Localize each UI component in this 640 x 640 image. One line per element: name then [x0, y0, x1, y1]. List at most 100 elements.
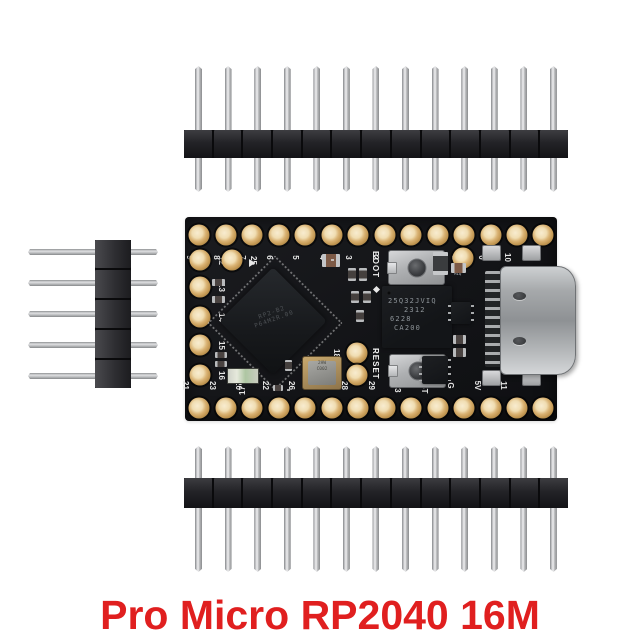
- pcb-pad: 9: [185, 224, 210, 260]
- passive-component: [451, 263, 466, 273]
- header-pin: [28, 373, 158, 379]
- pad-hole: [241, 224, 263, 246]
- plastic-segment: [302, 130, 331, 158]
- header-pin: [313, 66, 321, 192]
- plastic-segment: [243, 130, 272, 158]
- pcb-pad: 3: [344, 224, 369, 260]
- pad-hole: [189, 306, 211, 328]
- header-pin: [549, 66, 557, 192]
- left-header-pins: [28, 249, 158, 379]
- plastic-segment: [95, 270, 131, 298]
- pad-hole: [374, 397, 396, 419]
- pcb-pad: 18: [332, 342, 368, 364]
- pad-hole: [188, 397, 210, 419]
- header-pin: [490, 446, 498, 572]
- pad-hole: [400, 224, 422, 246]
- pad-hole: [453, 224, 475, 246]
- ic-legs: [419, 359, 422, 381]
- pad-hole: [427, 397, 449, 419]
- pad-hole: [294, 397, 316, 419]
- boot-label: BOOT: [371, 251, 380, 279]
- ic-legs: [471, 305, 474, 321]
- pcb-pad: 3V3: [393, 378, 422, 419]
- plastic-segment: [184, 478, 212, 508]
- pad-hole: [506, 224, 528, 246]
- header-pin: [342, 66, 350, 192]
- plastic-segment: [421, 478, 450, 508]
- pad-hole: [532, 397, 554, 419]
- plastic-segment: [273, 130, 301, 158]
- bottom-header-plastic: [184, 478, 568, 508]
- pad-hole: [374, 224, 396, 246]
- usb-c-port: [500, 266, 576, 375]
- pad-hole: [189, 276, 211, 298]
- pad-hole: [188, 224, 210, 246]
- passive-component: [212, 279, 225, 286]
- passive-component: [359, 268, 367, 281]
- pad-hole: [453, 397, 475, 419]
- header-pin: [28, 311, 158, 317]
- pcb-pad: 28: [340, 381, 369, 419]
- pad-hole: [241, 397, 263, 419]
- pcb-pad: 12: [189, 249, 226, 271]
- pad-hole: [221, 249, 243, 271]
- plastic-segment: [480, 130, 509, 158]
- pcb-pad: 24: [332, 364, 368, 386]
- pcb-pad: 6: [265, 224, 290, 260]
- plastic-segment: [362, 478, 390, 508]
- pcb-pad: 25: [221, 249, 258, 271]
- passive-component: [453, 348, 466, 357]
- passive-component: [356, 310, 364, 322]
- left-pin-header: [28, 240, 158, 388]
- header-pin: [28, 342, 158, 348]
- passive-component: [215, 361, 227, 367]
- pad-hole: [321, 224, 343, 246]
- plastic-segment: [243, 478, 272, 508]
- header-pin: [195, 66, 202, 192]
- flash-marking-line: 2312: [404, 306, 426, 314]
- header-pin: [313, 446, 321, 572]
- reset-label: RESET: [371, 348, 380, 380]
- bottom-header-pins: [195, 446, 557, 572]
- plastic-segment: [95, 360, 131, 388]
- pad-hole: [347, 224, 369, 246]
- plastic-segment: [451, 478, 479, 508]
- header-pin: [461, 446, 469, 572]
- pcb-pad: [532, 224, 554, 246]
- plastic-segment: [95, 300, 131, 328]
- pcb-pad: 15: [189, 334, 226, 356]
- plastic-segment: [95, 330, 131, 358]
- pcb-pad: 8: [212, 224, 237, 260]
- plastic-segment: [540, 478, 568, 508]
- pcb-pad: 16: [189, 364, 226, 386]
- passive-component: [285, 360, 292, 371]
- header-pin: [28, 249, 158, 255]
- silk-triangle: [249, 259, 255, 267]
- pcb-pad: 23: [208, 381, 237, 419]
- header-pin: [520, 66, 528, 192]
- power-led: [227, 368, 259, 384]
- header-pin: [224, 446, 232, 572]
- pad-hole: [346, 364, 368, 386]
- usb-latch-dent: [513, 337, 526, 345]
- header-pin: [224, 66, 232, 192]
- pcb-pad: 11: [499, 381, 528, 419]
- header-pin: [402, 446, 410, 572]
- flash-marking-line: 6228: [390, 315, 412, 323]
- pad-hole: [294, 224, 316, 246]
- ic-legs: [448, 305, 451, 321]
- header-pin: [549, 446, 557, 572]
- pcb-pad: RST: [420, 378, 449, 419]
- plastic-segment: [332, 478, 361, 508]
- pad-label: 10: [503, 253, 512, 262]
- pcb-pad: [532, 397, 554, 419]
- flash-chip: 25Q32JVIQ 2312 6228 CA200: [382, 286, 452, 348]
- pcb-pad: 0: [477, 224, 502, 260]
- plastic-segment: [95, 240, 131, 268]
- passive-component: [453, 335, 466, 344]
- plastic-segment: [510, 478, 539, 508]
- header-pin: [431, 446, 439, 572]
- usb-mount-pad: [482, 370, 501, 386]
- plastic-segment: [391, 130, 420, 158]
- passive-component: [273, 385, 283, 391]
